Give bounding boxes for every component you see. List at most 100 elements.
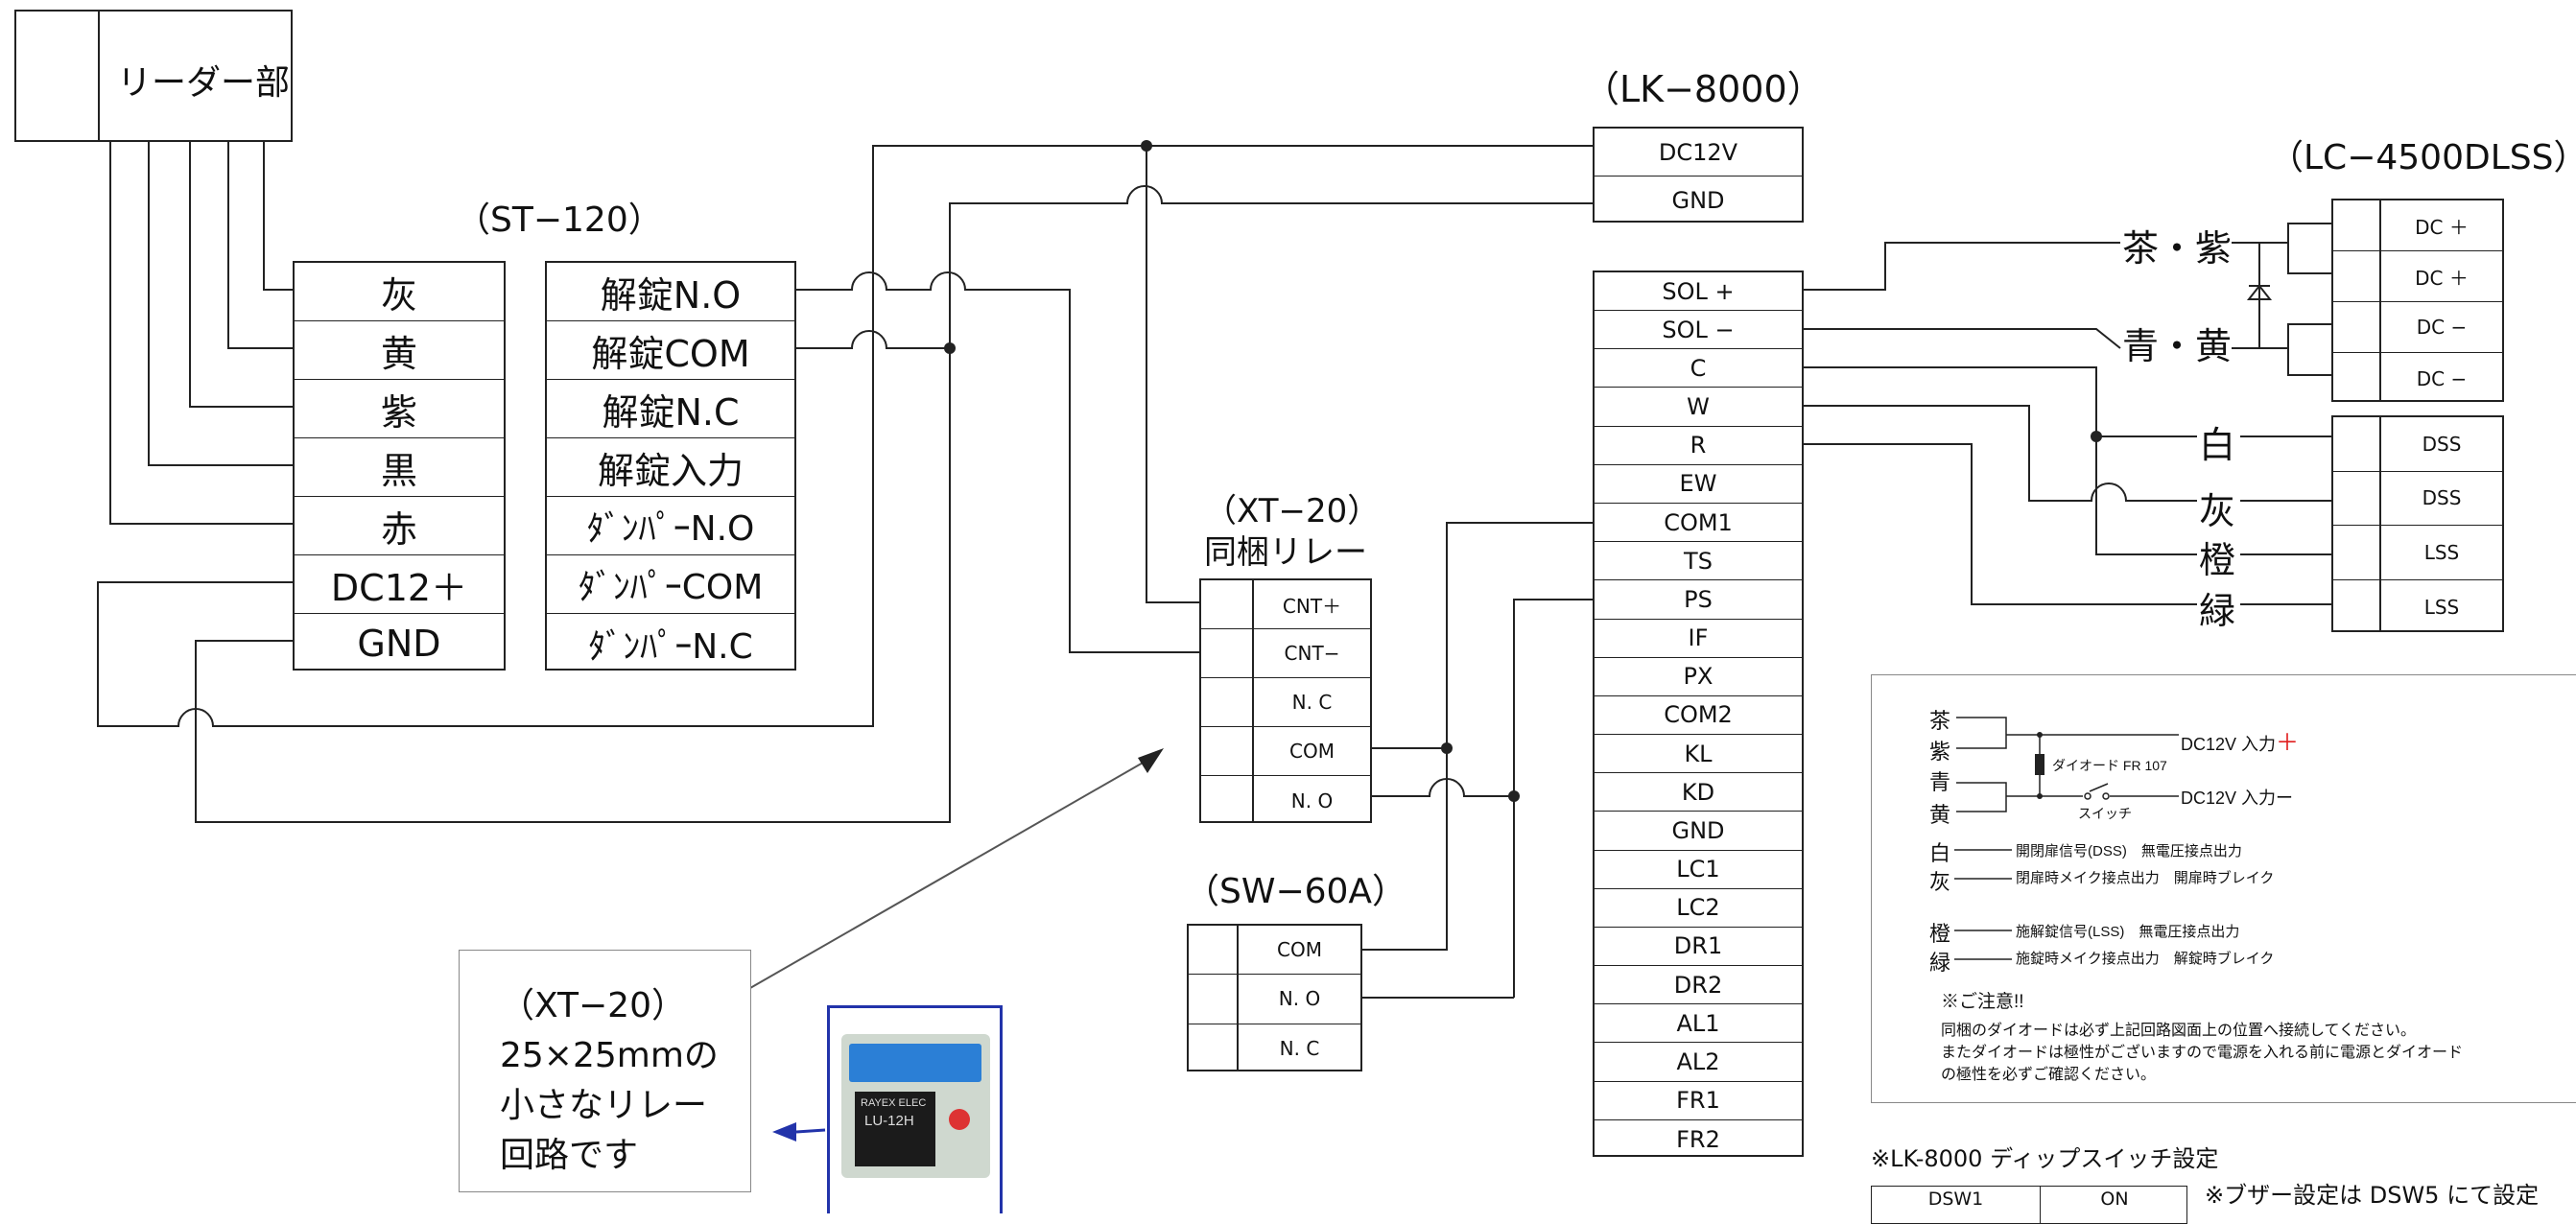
lk8000-terminal-row: GND [1595,812,1802,851]
st120-function-row: 解錠入力 [547,438,794,497]
callout-line: （XT−20） [500,986,686,1025]
dip-col-2: ON [2100,1189,2129,1210]
callout-leader [749,757,1152,989]
lk8000-terminal-label: SOL + [1662,277,1735,305]
lk8000-terminal-row: R [1595,427,1802,465]
lc4500-terminal-row: LSS [2333,580,2502,635]
sw60a-terminal-label: N. O [1278,987,1321,1011]
sw60a-terminal-row: N. O [1189,975,1360,1024]
legend-leaders [1954,849,2012,960]
sw60a-terminal-label: N. C [1279,1037,1320,1061]
wire-w [1804,405,2197,502]
lk8000-terminal-row: LC1 [1595,851,1802,889]
lc4500-terminal-label: DC − [2416,366,2468,390]
xt20-terminal-label: CNT− [1284,642,1340,665]
callout-line: 回路です [500,1136,639,1175]
xt20-title-line1: （XT−20） [1204,492,1381,530]
lc4500-terminal-label: LSS [2423,595,2460,619]
xt20-terminal-row: CNT− [1201,629,1370,678]
lk8000-terminal-label: W [1687,393,1710,421]
wire-label-brown-purple: 茶・紫 [2122,219,2233,271]
wire-label-white: 白 [2199,415,2236,468]
legend-dc-plus: DC12V 入力＋ [2181,730,2300,756]
lc4500-terminal-label: DSS [2422,486,2462,510]
legend-switch: スイッチ [2078,806,2132,821]
lk8000-terminal-label: AL1 [1676,1009,1720,1037]
lk8000-terminal-label: GND [1671,816,1725,844]
legend-color: 青 [1929,770,1951,794]
legend-dss-2: 閉扉時メイク接点出力 開扉時ブレイク [2016,870,2275,886]
photo-arrow-icon [772,1122,796,1142]
lk8000-terminal-label: KL [1684,740,1713,767]
dip-title: ※LK-8000 ディップスイッチ設定 [1871,1145,2219,1172]
plus-mark: ＋ [2276,730,2300,756]
legend-white: 白 [1929,841,1951,865]
lk8000-power-row: DC12V [1595,129,1802,177]
lc4500-terminal-label: DC ＋ [2415,266,2469,290]
relay-photo: RAYEX ELEC LU-12H [827,1005,1003,1213]
lk8000-terminal-row: DR1 [1595,928,1802,967]
lk8000-terminal-label: DR2 [1673,971,1723,999]
callout-box: （XT−20） 25×25mmの 小さなリレー 回路です [459,950,751,1192]
st120-color-row: 紫 [295,380,504,438]
st120-title: （ST−120） [456,200,663,240]
sw60a-terminal-row: N. C [1189,1024,1360,1073]
wire-ps2 [1513,599,1593,998]
wire-xt-no [1372,778,1514,797]
wire-r [1804,443,2197,605]
lc4500-title: （LC−4500DLSS） [2269,138,2576,177]
xt20-terminal-row: COM [1201,727,1370,776]
sw60a-title: （SW−60A） [1185,872,1407,911]
lk8000-terminal-row: PS [1595,580,1802,620]
st120-function-row: 解錠N.O [547,263,794,321]
lk8000-terminal-row: KD [1595,773,1802,812]
legend-caution-3: の極性を必ずご確認ください。 [1941,1067,2157,1083]
lc4500-terminal-label: DC ＋ [2415,215,2469,239]
lk8000-terminal-label: AL2 [1676,1047,1720,1075]
st120-function-row: 解錠N.C [547,380,794,438]
lk8000-power-block: DC12V GND [1593,127,1804,223]
lc4500-terminal-row: LSS [2333,526,2502,580]
st120-color-row: GND [357,622,441,665]
dip-col-1: DSW1 [1927,1189,1984,1210]
lk8000-terminal-label: R [1690,432,1707,459]
lc4500-terminal-row: DSS [2333,417,2502,472]
wire-unlock-com [796,330,950,349]
lk8000-terminal-row: EW [1595,465,1802,504]
wire-reader-black [148,141,293,466]
st120-color-row: DC12＋ [295,555,504,614]
st120-function-row: 解錠COM [547,321,794,380]
lk8000-terminal-row: PX [1595,658,1802,696]
legend-gray: 灰 [1929,870,1951,894]
xt20-terminal-label: COM [1289,740,1335,763]
st120-color-row: 黒 [295,438,504,497]
legend-green: 緑 [1929,951,1951,975]
lk8000-terminal-label: IF [1688,624,1709,652]
wire-cnt-plus [1146,146,1199,603]
lc4500-signal-block: DSS DSS LSS LSS [2331,415,2504,632]
legend-dss-1: 開閉扉信号(DSS) 無電圧接点出力 [2016,843,2242,859]
dip-note: ※ブザー設定は DSW5 にて設定 [2205,1182,2540,1209]
lk8000-terminal-label: PX [1683,663,1713,691]
lk8000-power-row: GND [1671,187,1725,214]
wire-com1 [1446,522,1593,748]
lk8000-title: （LK−8000） [1583,68,1824,110]
xt20-title-line2: 同梱リレー [1204,533,1367,572]
st120-function-column: 解錠N.O 解錠COM 解錠N.C 解錠入力 ﾀﾞﾝﾊﾟｰN.O ﾀﾞﾝﾊﾟｰC… [545,261,796,671]
lk8000-terminal-label: LC2 [1676,894,1720,922]
lk8000-terminal-row: COM2 [1595,696,1802,736]
callout-line: 25×25mmの [500,1036,719,1075]
lk8000-terminal-row: AL2 [1595,1043,1802,1082]
dip-table: DSW1 ON [1871,1186,2187,1224]
sw60a-terminal-row: COM [1189,926,1360,976]
lk8000-terminal-row: KL [1595,735,1802,774]
wire-reader-red [109,141,293,525]
st120-color-row: 灰 [295,263,504,321]
lk8000-terminal-label: EW [1679,470,1717,498]
wire-reader-purple [189,141,293,408]
wire-label-orange: 橙 [2199,530,2236,583]
callout-arrow-icon [1138,748,1164,773]
